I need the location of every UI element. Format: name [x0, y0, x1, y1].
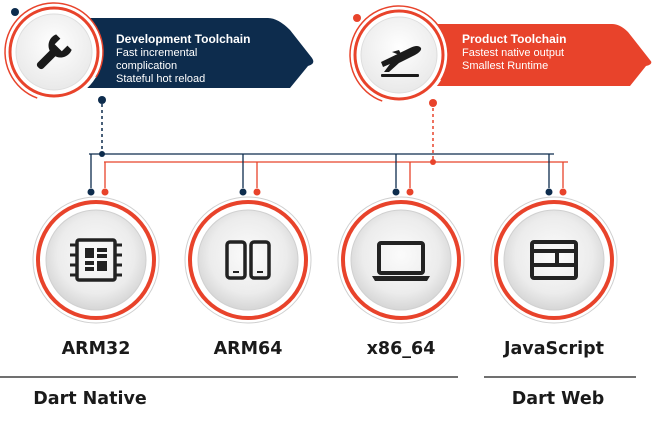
- development-toolchain: [4, 2, 314, 104]
- platform-node-arm32: [32, 154, 160, 324]
- product-toolchain-title: Product Toolchain: [462, 32, 567, 46]
- platform-label-arm64: ARM64: [213, 339, 283, 359]
- development-banner-shape: [60, 18, 314, 88]
- airplane-icon: [381, 46, 422, 77]
- web-layout-icon: [530, 240, 578, 280]
- platform-label-x86-64: x86_64: [366, 339, 436, 359]
- development-toolchain-title: Development Toolchain: [116, 32, 251, 46]
- platform-label-arm32: ARM32: [61, 339, 131, 359]
- platform-node-x86-64: [337, 154, 465, 324]
- platform-node-arm64: [184, 154, 312, 324]
- product-toolchain-line-1: Fastest native output: [462, 47, 565, 59]
- group-label-dart-web: Dart Web: [511, 389, 605, 409]
- wrench-icon: [36, 34, 72, 70]
- development-toolchain-line-1: Fast incremental: [116, 47, 198, 59]
- platform-node-javascript: [490, 154, 618, 324]
- chip-icon: [70, 238, 122, 282]
- mobile-devices-icon: [225, 240, 271, 280]
- product-banner-shape: [405, 24, 652, 86]
- laptop-icon: [372, 241, 430, 281]
- platform-label-javascript: JavaScript: [503, 339, 605, 359]
- product-toolchain: [349, 5, 652, 107]
- development-toolchain-line-2: complication: [116, 60, 178, 72]
- development-toolchain-line-3: Stateful hot reload: [116, 73, 206, 85]
- product-toolchain-line-2: Smallest Runtime: [462, 60, 549, 72]
- connector-lines: [89, 104, 568, 165]
- group-label-dart-native: Dart Native: [33, 389, 147, 409]
